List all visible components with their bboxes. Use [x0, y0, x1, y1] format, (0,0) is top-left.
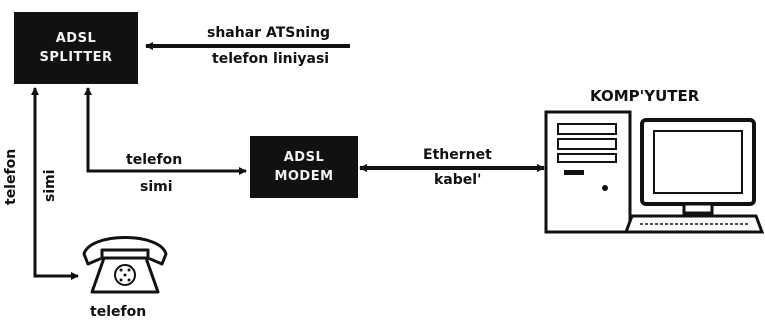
adsl-splitter-box: ADSL SPLITTER — [14, 12, 138, 84]
ats-label-line2: telefon liniyasi — [212, 51, 330, 67]
vertical-label-simi: simi — [42, 169, 58, 202]
computer-tower-icon — [544, 110, 632, 234]
splitter-line2: SPLITTER — [39, 50, 113, 65]
computer-monitor-icon — [640, 118, 756, 215]
modem-line1: ADSL — [283, 150, 325, 165]
phone-label: telefon — [90, 304, 147, 320]
cable-label-line1: telefon — [126, 152, 183, 168]
splitter-line1: ADSL — [55, 31, 97, 46]
vertical-label-telefon: telefon — [3, 148, 19, 205]
ethernet-label-line1: Ethernet — [423, 147, 492, 163]
computer-label: KOMP'YUTER — [590, 87, 700, 105]
modem-line2: MODEM — [274, 169, 334, 184]
ats-label-line1: shahar ATSning — [207, 25, 331, 41]
adsl-modem-box: ADSL MODEM — [250, 136, 358, 198]
keyboard-icon — [623, 214, 765, 234]
splitter-phone-cable — [31, 87, 79, 280]
telephone-icon — [82, 236, 168, 294]
ethernet-label-line2: kabel' — [434, 172, 482, 188]
splitter-modem-cable — [84, 87, 247, 175]
cable-label-line2: simi — [140, 179, 173, 195]
